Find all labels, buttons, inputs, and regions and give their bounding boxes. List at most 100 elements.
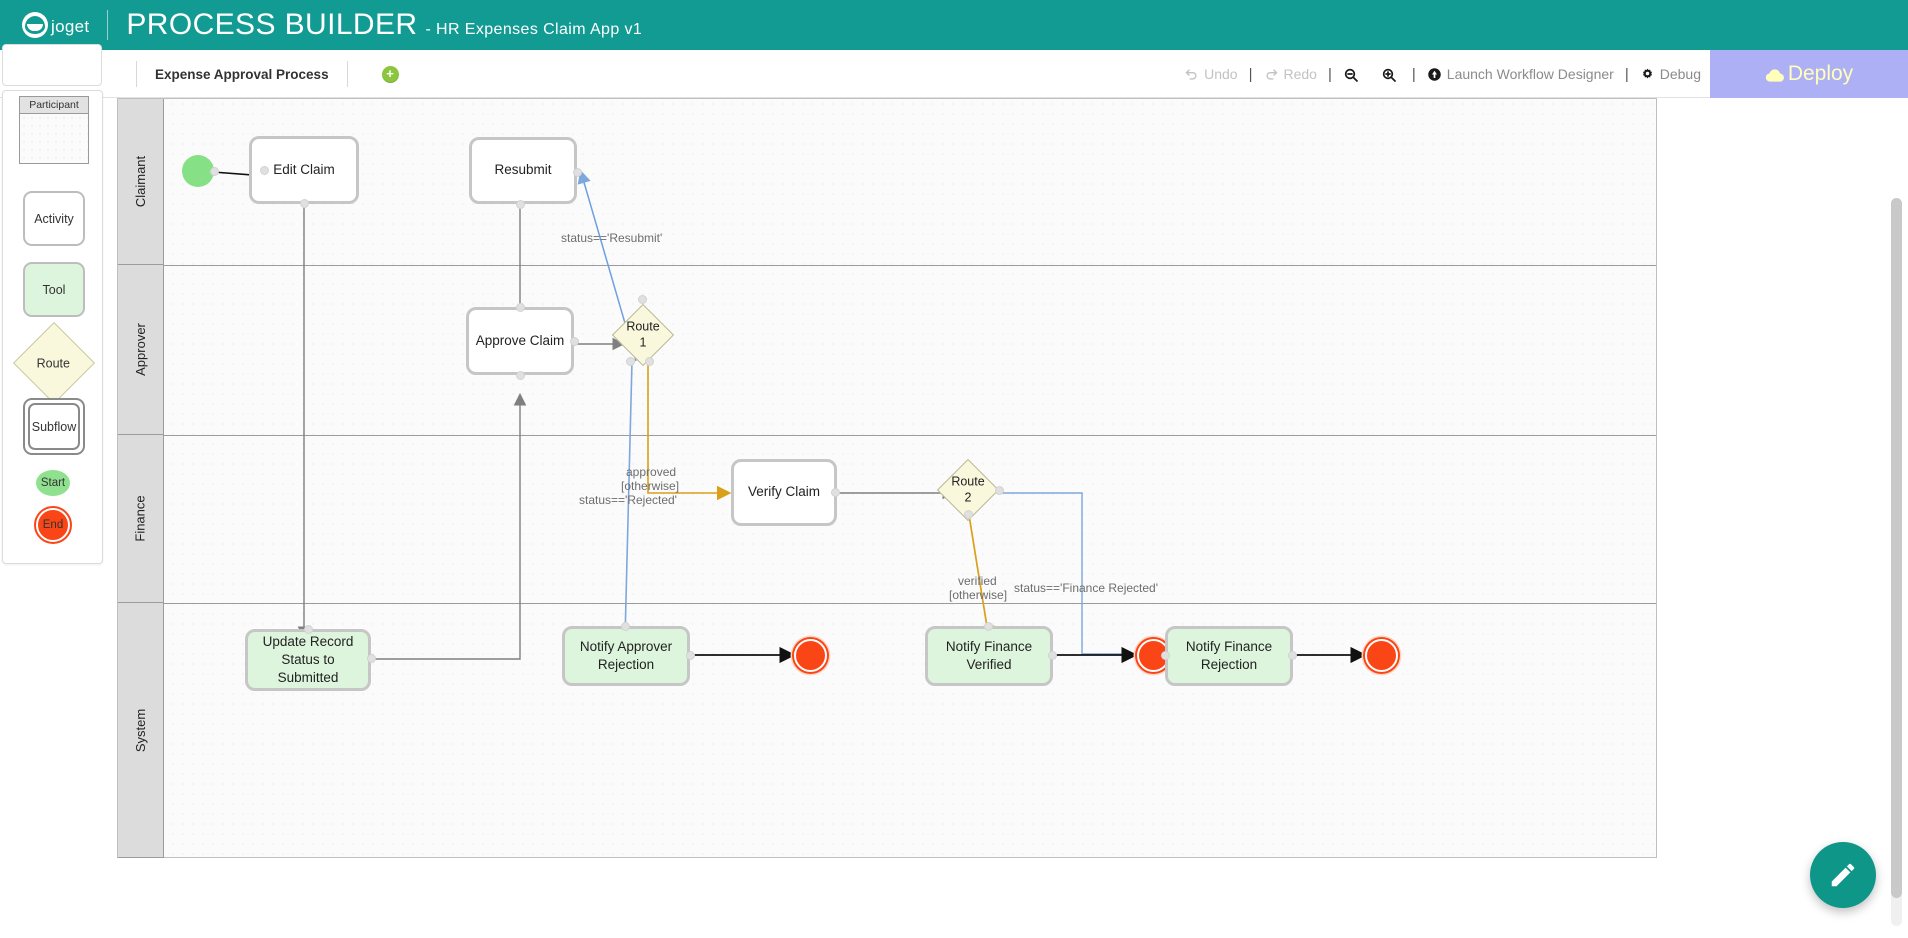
tool-separator-2: | <box>1327 65 1332 83</box>
edge-label-otherwise-2: [otherwise] <box>949 588 1008 602</box>
port-edit-claim-in[interactable] <box>260 166 269 175</box>
palette-header-box <box>2 44 102 86</box>
port-route-1-out-1[interactable] <box>626 357 635 366</box>
canvas-vertical-scrollbar[interactable] <box>1891 198 1902 926</box>
undo-button[interactable]: Undo <box>1175 66 1246 82</box>
page-title: PROCESS BUILDER - HR Expenses Claim App … <box>126 8 642 42</box>
port-notify-finance-verified-in[interactable] <box>984 622 993 631</box>
diagram-canvas-wrapper[interactable]: Claimant Approver Finance System <box>113 98 1908 938</box>
port-route-2-bottom[interactable] <box>964 510 973 519</box>
lane-divider-1 <box>164 265 1656 266</box>
debug-label: Debug <box>1659 66 1701 82</box>
add-process-button[interactable]: + <box>381 65 399 83</box>
node-notify-finance-verified[interactable]: Notify Finance Verified <box>925 626 1053 686</box>
node-end-1[interactable] <box>794 639 827 672</box>
palette-item-route[interactable]: Route <box>12 321 96 405</box>
palette-item-activity-label: Activity <box>34 211 74 226</box>
port-notify-finance-rejection-in[interactable] <box>1161 651 1170 660</box>
debug-button[interactable]: Debug <box>1631 66 1710 82</box>
lane-header-system[interactable]: System <box>118 603 164 858</box>
node-notify-approver-rejection[interactable]: Notify Approver Rejection <box>562 626 690 686</box>
lane-divider-2 <box>164 435 1656 436</box>
port-notify-approver-in[interactable] <box>621 622 630 631</box>
node-notify-finance-rejection-label: Notify Finance Rejection <box>1186 638 1272 674</box>
palette-item-participant[interactable]: Participant <box>19 96 89 164</box>
tab-divider-left <box>136 61 137 87</box>
palette-item-activity[interactable]: Activity <box>23 191 85 246</box>
port-verify-claim-out[interactable] <box>831 488 840 497</box>
palette-item-tool-label: Tool <box>42 282 66 297</box>
palette-item-tool[interactable]: Tool <box>23 262 85 317</box>
palette-item-route-label: Route <box>36 356 70 371</box>
palette-item-start[interactable]: Start <box>36 470 70 496</box>
tool-separator-4: | <box>1624 65 1629 83</box>
node-notify-finance-rejection[interactable]: Notify Finance Rejection <box>1165 626 1293 686</box>
node-route-1-label: Route 1 <box>626 319 659 350</box>
port-approve-claim-out[interactable] <box>570 337 579 346</box>
edge-label-approved: approved <box>626 465 677 479</box>
page-title-subtitle: - HR Expenses Claim App v1 <box>425 21 643 38</box>
port-route-1-out-2[interactable] <box>645 357 654 366</box>
diagram-canvas[interactable]: Claimant Approver Finance System <box>117 98 1657 858</box>
node-notify-approver-rejection-label: Notify Approver Rejection <box>580 638 672 674</box>
node-route-2-label: Route 2 <box>951 474 984 505</box>
port-notify-approver-out[interactable] <box>686 651 695 660</box>
node-end-3[interactable] <box>1365 639 1398 672</box>
port-update-record-out[interactable] <box>367 654 376 663</box>
palette-item-subflow-label: Subflow <box>31 419 77 434</box>
palette-participant-body <box>20 114 88 164</box>
edge-label-rejected-condition: status=='Rejected' <box>579 493 677 507</box>
edit-properties-fab[interactable] <box>1810 842 1876 908</box>
editor-tools: Undo | Redo | <box>1175 50 1710 98</box>
port-resubmit-out[interactable] <box>516 200 525 209</box>
palette-item-participant-label: Participant <box>20 97 88 114</box>
node-update-record-status-label: Update Record Status to Submitted <box>263 633 354 688</box>
node-verify-claim-label: Verify Claim <box>747 484 820 500</box>
app-header: joget PROCESS BUILDER - HR Expenses Clai… <box>0 0 1908 50</box>
brand[interactable]: joget <box>22 12 89 38</box>
node-update-record-status[interactable]: Update Record Status to Submitted <box>245 629 371 691</box>
zoom-in-button[interactable] <box>1372 67 1410 82</box>
tab-divider-right <box>346 61 348 87</box>
port-update-record-in[interactable] <box>304 625 313 634</box>
lane-header-claimant[interactable]: Claimant <box>118 99 164 265</box>
node-approve-claim[interactable]: Approve Claim <box>466 307 574 375</box>
port-start-out[interactable] <box>210 167 219 176</box>
lane-header-approver[interactable]: Approver <box>118 265 164 435</box>
edge-label-finance-rejected-condition: status=='Finance Rejected' <box>1014 581 1158 595</box>
port-resubmit-in[interactable] <box>573 168 582 177</box>
node-approve-claim-label: Approve Claim <box>475 332 565 348</box>
tab-strip: Expense Approval Process + <box>118 50 399 98</box>
notify-finance-verified-line-2: Verified <box>966 657 1012 672</box>
port-approve-claim-bottom[interactable] <box>516 371 525 380</box>
node-resubmit[interactable]: Resubmit <box>469 137 577 204</box>
redo-button[interactable]: Redo <box>1255 66 1326 82</box>
lane-header-finance[interactable]: Finance <box>118 435 164 603</box>
palette-item-end[interactable]: End <box>34 506 72 544</box>
palette-item-subflow[interactable]: Subflow <box>23 398 85 455</box>
port-notify-finance-rejection-out[interactable] <box>1288 651 1297 660</box>
node-verify-claim[interactable]: Verify Claim <box>731 459 837 526</box>
palette-item-end-label: End <box>42 519 64 531</box>
route-1-line-1: Route <box>626 319 660 334</box>
palette-subflow-inner: Subflow <box>28 403 80 450</box>
update-record-line-2: Status to <box>281 651 335 667</box>
port-approve-claim-in[interactable] <box>516 303 525 312</box>
node-start[interactable] <box>182 155 214 187</box>
header-divider <box>107 10 109 40</box>
node-resubmit-label: Resubmit <box>494 162 552 178</box>
toolbar-row: Expense Approval Process + Undo | Redo | <box>0 50 1908 98</box>
tab-expense-approval-process[interactable]: Expense Approval Process <box>155 66 329 82</box>
node-notify-finance-verified-label: Notify Finance Verified <box>946 638 1032 674</box>
port-route-2-right[interactable] <box>995 486 1004 495</box>
route-2-line-2: 2 <box>964 490 972 504</box>
port-edit-claim-out[interactable] <box>300 199 309 208</box>
deploy-button[interactable]: Deploy <box>1710 50 1908 98</box>
port-route-1-top[interactable] <box>638 295 647 304</box>
canvas-scrollbar-thumb[interactable] <box>1891 198 1902 898</box>
zoom-out-button[interactable] <box>1334 67 1372 82</box>
port-notify-finance-verified-out[interactable] <box>1048 651 1057 660</box>
route-2-line-1: Route <box>951 474 985 489</box>
edge-label-otherwise-1: [otherwise] <box>621 479 680 493</box>
launch-workflow-designer-button[interactable]: Launch Workflow Designer <box>1418 66 1623 82</box>
